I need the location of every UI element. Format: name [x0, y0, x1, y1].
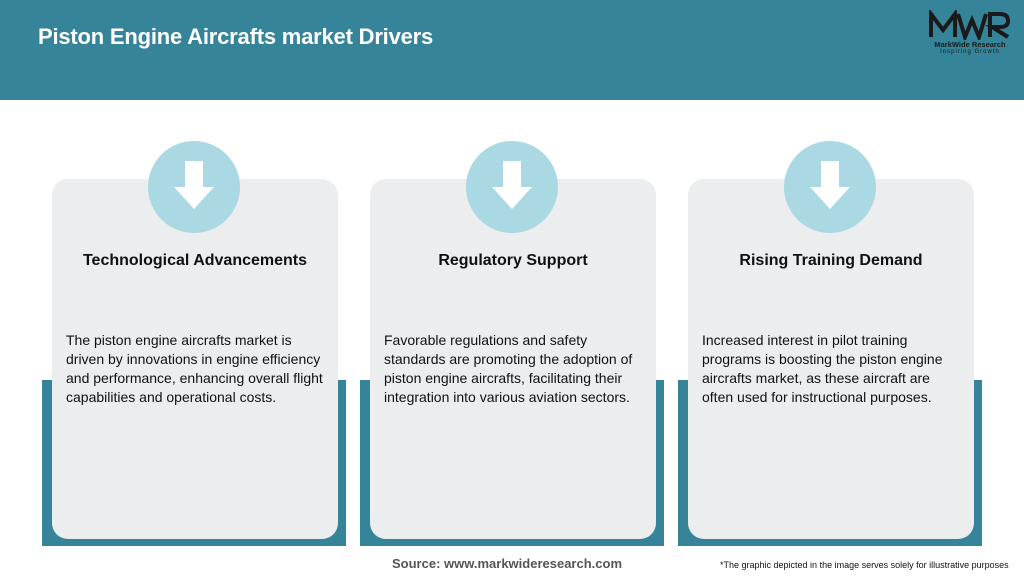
- card-text: Increased interest in pilot training pro…: [702, 332, 943, 405]
- card-body: Technological Advancements The piston en…: [52, 141, 338, 539]
- page-title: Piston Engine Aircrafts market Drivers: [38, 24, 434, 49]
- down-arrow-icon: [174, 161, 214, 209]
- card-text: Favorable regulations and safety standar…: [384, 332, 633, 405]
- logo-tagline: Inspiring Growth: [940, 49, 1000, 55]
- card-title: Rising Training Demand: [739, 252, 923, 269]
- logo-brand: MarkWide Research: [934, 40, 1006, 49]
- card-text: The piston engine aircrafts market is dr…: [66, 332, 323, 405]
- card-title: Technological Advancements: [82, 252, 308, 269]
- card-body: Rising Training Demand Increased interes…: [688, 141, 974, 539]
- source-link[interactable]: Source: www.markwideresearch.com: [392, 556, 623, 571]
- driver-card-2: Regulatory Support Favorable regulations…: [360, 141, 666, 547]
- card-body: Regulatory Support Favorable regulations…: [370, 141, 656, 539]
- icon-circle: [466, 141, 558, 233]
- down-arrow-icon: [492, 161, 532, 209]
- driver-card-3: Rising Training Demand Increased interes…: [678, 141, 984, 547]
- card-title: Regulatory Support: [438, 252, 588, 269]
- disclaimer-note: *The graphic depicted in the image serve…: [720, 560, 1009, 570]
- mwr-logo-mark: [929, 10, 1011, 40]
- icon-circle: [148, 141, 240, 233]
- header-banner: Piston Engine Aircrafts market Drivers M…: [0, 0, 1024, 100]
- driver-card-1: Technological Advancements The piston en…: [42, 141, 348, 547]
- icon-circle: [784, 141, 876, 233]
- logo: MarkWide Research Inspiring Growth: [924, 10, 1016, 60]
- down-arrow-icon: [810, 161, 850, 209]
